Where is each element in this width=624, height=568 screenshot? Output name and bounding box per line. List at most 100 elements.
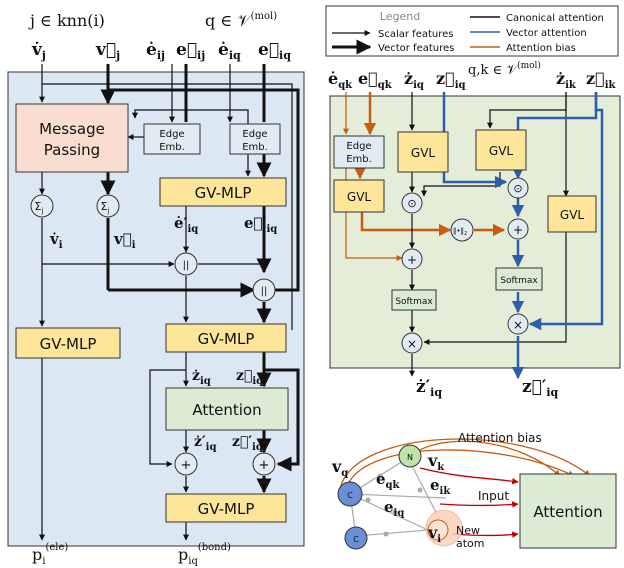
gv-mlp-bond-block xyxy=(165,493,287,523)
legend-vector-att-label: Vector attention xyxy=(506,28,587,39)
gvl-query-block xyxy=(397,131,449,173)
message-passing-label-2: Passing xyxy=(44,141,100,159)
zdot-iq-right-label: żiq xyxy=(404,69,424,91)
zvec-iq-prime-right: z⃗′iq xyxy=(522,377,559,399)
vvec-i-label: v⃗i xyxy=(113,230,136,251)
left-input-wires xyxy=(39,64,300,541)
legend-title: Legend xyxy=(380,10,420,23)
input-caption: Input xyxy=(478,489,509,503)
qk-in-v-label: q,k ∈ 𝒱(mol) xyxy=(468,60,541,78)
times-scalar-node xyxy=(401,332,423,354)
atom-c-q-label: C xyxy=(347,491,353,500)
plus-scalar-label: + xyxy=(407,253,417,267)
times-vector-node xyxy=(507,313,529,335)
softmax-scalar-label: Softmax xyxy=(395,297,433,307)
molecule-illustration: C C N Attention bias Input New atom vq v… xyxy=(331,431,617,550)
j-in-knn-label: j ∈ knn(i) xyxy=(28,11,105,30)
plus-vector-node xyxy=(507,218,529,240)
plus-vector-label: + xyxy=(513,223,523,237)
times-vector-label: × xyxy=(513,318,523,332)
softmax-scalar-block xyxy=(391,289,437,311)
odot-scalar-label: ⊙ xyxy=(407,197,416,210)
attention-target-block xyxy=(519,473,617,549)
p-ele-label: pi(ele) xyxy=(32,542,68,567)
plus-scalar-node xyxy=(401,248,423,270)
times-scalar-label: × xyxy=(407,337,417,351)
odot-scalar-node xyxy=(401,192,423,214)
edot-qk-label: ėqk xyxy=(328,69,353,91)
softmax-vector-block xyxy=(495,267,543,291)
legend-canonical-label: Canonical attention xyxy=(506,13,604,24)
norm-label: ‖•‖2 xyxy=(453,227,467,237)
p-bond-label: piq(bond) xyxy=(178,542,231,567)
sum-scalar-node xyxy=(30,194,54,218)
gv-mlp-1-label: GV-MLP xyxy=(195,184,252,202)
legend-bias-label: Attention bias xyxy=(506,43,576,54)
attention-bias-caption: Attention bias xyxy=(458,431,542,445)
attention-target-label: Attention xyxy=(533,503,602,521)
v-q-label: vq xyxy=(331,457,348,479)
gvl-value-block xyxy=(547,195,597,233)
zvec-ik-label: z⃗ik xyxy=(586,69,616,91)
concat-vector-label: || xyxy=(261,286,268,297)
gv-mlp-1-block xyxy=(159,177,287,207)
atom-c-2-label: C xyxy=(353,535,359,544)
legend: Legend Scalar features Vector features C… xyxy=(325,5,619,57)
gv-mlp-ele-block xyxy=(15,327,121,359)
gvl-value-label: GVL xyxy=(560,208,585,222)
sum-vector-label: Σj xyxy=(101,200,110,215)
concat-vector-node xyxy=(252,278,276,302)
odot-vector-node xyxy=(507,177,529,199)
v-vec-j-label: v⃗j xyxy=(95,40,120,62)
edge-emb-qk-block xyxy=(333,135,385,169)
attention-bias-arcs xyxy=(339,438,591,491)
atom-c-2 xyxy=(344,526,368,550)
zdot-iq-label: żiq xyxy=(192,368,211,387)
edge-emb-qk-label-2: Emb. xyxy=(346,154,372,165)
e-ik-label: eik xyxy=(430,476,451,497)
gvl-key-block xyxy=(475,129,527,171)
gv-mlp-bond-label: GV-MLP xyxy=(198,500,255,518)
e-iq-label: eiq xyxy=(384,498,404,519)
gv-mlp-2-label: GV-MLP xyxy=(198,330,255,348)
attention-detail-panel: q,k ∈ 𝒱(mol) ėqk e⃗qk żiq z⃗iq żik z⃗ik xyxy=(328,60,621,399)
message-passing-label-1: Message xyxy=(39,120,105,138)
zvec-iq-right-label: z⃗iq xyxy=(436,69,465,91)
softmax-vector-label: Softmax xyxy=(500,276,538,286)
residual-plus-vector xyxy=(252,452,276,476)
zvec-iq-prime-label: z⃗′iq xyxy=(232,434,263,453)
v-dot-j-label: v̇j xyxy=(31,40,46,62)
message-passing-block xyxy=(15,103,129,173)
odot-vector-label: ⊙ xyxy=(513,182,522,195)
legend-scalar-label: Scalar features xyxy=(378,29,453,40)
sum-vector-node xyxy=(96,194,120,218)
edot-iq-prime-label: ė′iq xyxy=(174,214,198,235)
new-atom-caption-1: New xyxy=(456,524,480,537)
new-atom-caption-2: atom xyxy=(456,537,485,550)
evec-iq-prime-label: e⃗′iq xyxy=(244,214,277,235)
attention-label: Attention xyxy=(192,401,261,419)
atom-n-k xyxy=(398,444,422,468)
q-in-v-label: q ∈ 𝒱(mol) xyxy=(205,11,277,30)
e-dot-iq-label: ėiq xyxy=(218,40,241,62)
zdot-ik-label: żik xyxy=(556,69,577,91)
evec-qk-label: e⃗qk xyxy=(358,69,393,91)
e-qk-label: eqk xyxy=(376,470,401,491)
edge-emb-iq-label-2: Emb. xyxy=(242,142,268,153)
e-vec-iq-label: e⃗iq xyxy=(258,40,291,62)
zvec-iq-label: z⃗iq xyxy=(236,368,263,387)
atom-new xyxy=(427,519,449,541)
gvl-query-label: GVL xyxy=(411,146,436,160)
edge-emb-ij-label-2: Emb. xyxy=(159,142,185,153)
gvl-edge-label: GVL xyxy=(347,190,372,204)
residual-plus-scalar xyxy=(174,452,198,476)
concat-scalar-node xyxy=(174,252,198,276)
e-dot-ij-label: ėij xyxy=(146,40,165,62)
gv-mlp-2-block xyxy=(165,323,287,353)
gvl-edge-block xyxy=(333,179,385,213)
edge-emb-ij-block xyxy=(143,123,201,155)
vdot-i-label: v̇i xyxy=(49,230,63,251)
sum-scalar-label: Σj xyxy=(35,200,44,215)
legend-vector-label: Vector features xyxy=(378,43,454,54)
v-k-label: vk xyxy=(427,451,445,473)
